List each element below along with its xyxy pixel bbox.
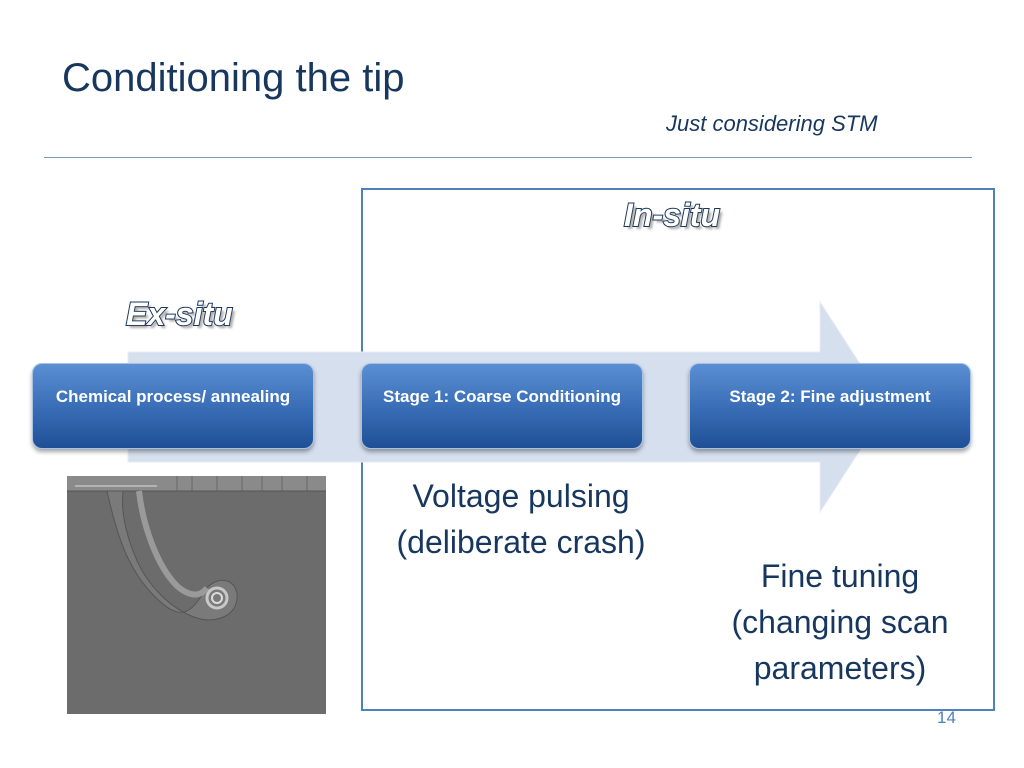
stage-box-label: Chemical process/ annealing — [55, 387, 291, 406]
stage-box-label: Stage 1: Coarse Conditioning — [382, 387, 622, 406]
in-situ-label: In-situ — [623, 196, 721, 234]
ex-situ-label: Ex-situ — [125, 295, 234, 333]
stage-box-fine: Stage 2: Fine adjustment — [689, 363, 971, 449]
slide-subtitle: Just considering STM — [666, 111, 878, 136]
slide-title: Conditioning the tip — [62, 56, 405, 100]
stage-box-coarse: Stage 1: Coarse Conditioning — [361, 363, 643, 449]
page-number: 14 — [937, 708, 956, 727]
stage-box-label: Stage 2: Fine adjustment — [729, 387, 931, 406]
title-divider — [44, 157, 972, 158]
voltage-pulsing-note: Voltage pulsing (deliberate crash) — [396, 478, 646, 560]
fine-tuning-note: Fine tuning (changing scan parameters) — [731, 558, 949, 686]
sem-tip-image — [67, 476, 326, 714]
stage-box-chemical: Chemical process/ annealing — [32, 363, 314, 449]
